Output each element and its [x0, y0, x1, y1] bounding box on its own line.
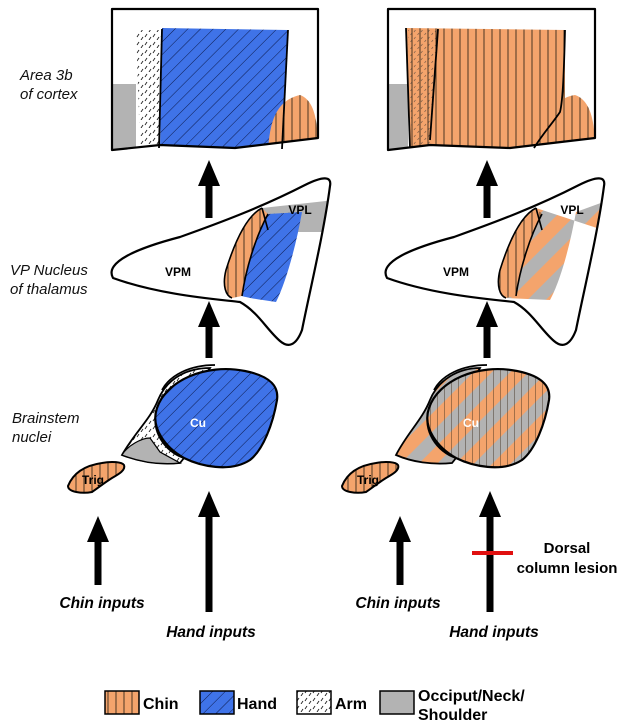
right-arrow-thal-to-cortex: [476, 160, 498, 218]
left-hand-inputs-label: Hand inputs: [166, 624, 256, 641]
arm-swatch: [297, 691, 331, 714]
left-arrow-thal-to-cortex: [198, 160, 220, 218]
right-chin-inputs-label: Chin inputs: [355, 595, 441, 612]
right-vpm-label: VPM: [443, 265, 469, 279]
left-cortex-map: [112, 9, 322, 154]
legend: Chin Hand Arm Occiput/Neck/ Shoulder: [105, 688, 525, 723]
thalamus-label-line1: VP Nucleus: [10, 262, 88, 279]
left-arrow-hand-input: [198, 491, 220, 612]
right-arrow-bs-to-thal: [476, 301, 498, 358]
legend-hand-label: Hand: [237, 696, 277, 713]
lesion-label-line1: Dorsal: [544, 540, 591, 557]
right-hand-inputs-label: Hand inputs: [449, 624, 539, 641]
legend-occiput-label-line1: Occiput/Neck/: [418, 688, 525, 705]
legend-chin-label: Chin: [143, 696, 179, 713]
right-cortex-map: [388, 9, 598, 154]
left-thalamus-map: [100, 170, 340, 355]
legend-occiput-label-line2: Shoulder: [418, 707, 487, 723]
legend-arm-label: Arm: [335, 696, 367, 713]
left-arrow-chin-input: [87, 516, 109, 585]
hand-swatch: [200, 691, 234, 714]
right-vpl-label: VPL: [560, 203, 583, 217]
brainstem-label-line2: nuclei: [12, 429, 52, 446]
cortex-label-line1: Area 3b: [19, 67, 73, 84]
right-arrow-chin-input: [389, 516, 411, 585]
left-trig-label: Trig: [82, 473, 104, 487]
left-chin-inputs-label: Chin inputs: [59, 595, 145, 612]
chin-swatch: [105, 691, 139, 714]
thalamus-label-line2: of thalamus: [10, 281, 88, 298]
cortex-label-line2: of cortex: [20, 86, 78, 103]
right-trig-label: Trig: [357, 473, 379, 487]
left-vpl-label: VPL: [288, 203, 311, 217]
left-arrow-bs-to-thal: [198, 301, 220, 358]
brainstem-label-line1: Brainstem: [12, 410, 80, 427]
occiput-swatch: [380, 691, 414, 714]
lesion-label-line2: column lesion: [517, 560, 618, 577]
right-cu-label: Cu: [463, 416, 479, 430]
left-brainstem-map: [122, 355, 290, 480]
left-cu-label: Cu: [190, 416, 206, 430]
left-vpm-label: VPM: [165, 265, 191, 279]
right-thalamus-map: [374, 170, 614, 355]
